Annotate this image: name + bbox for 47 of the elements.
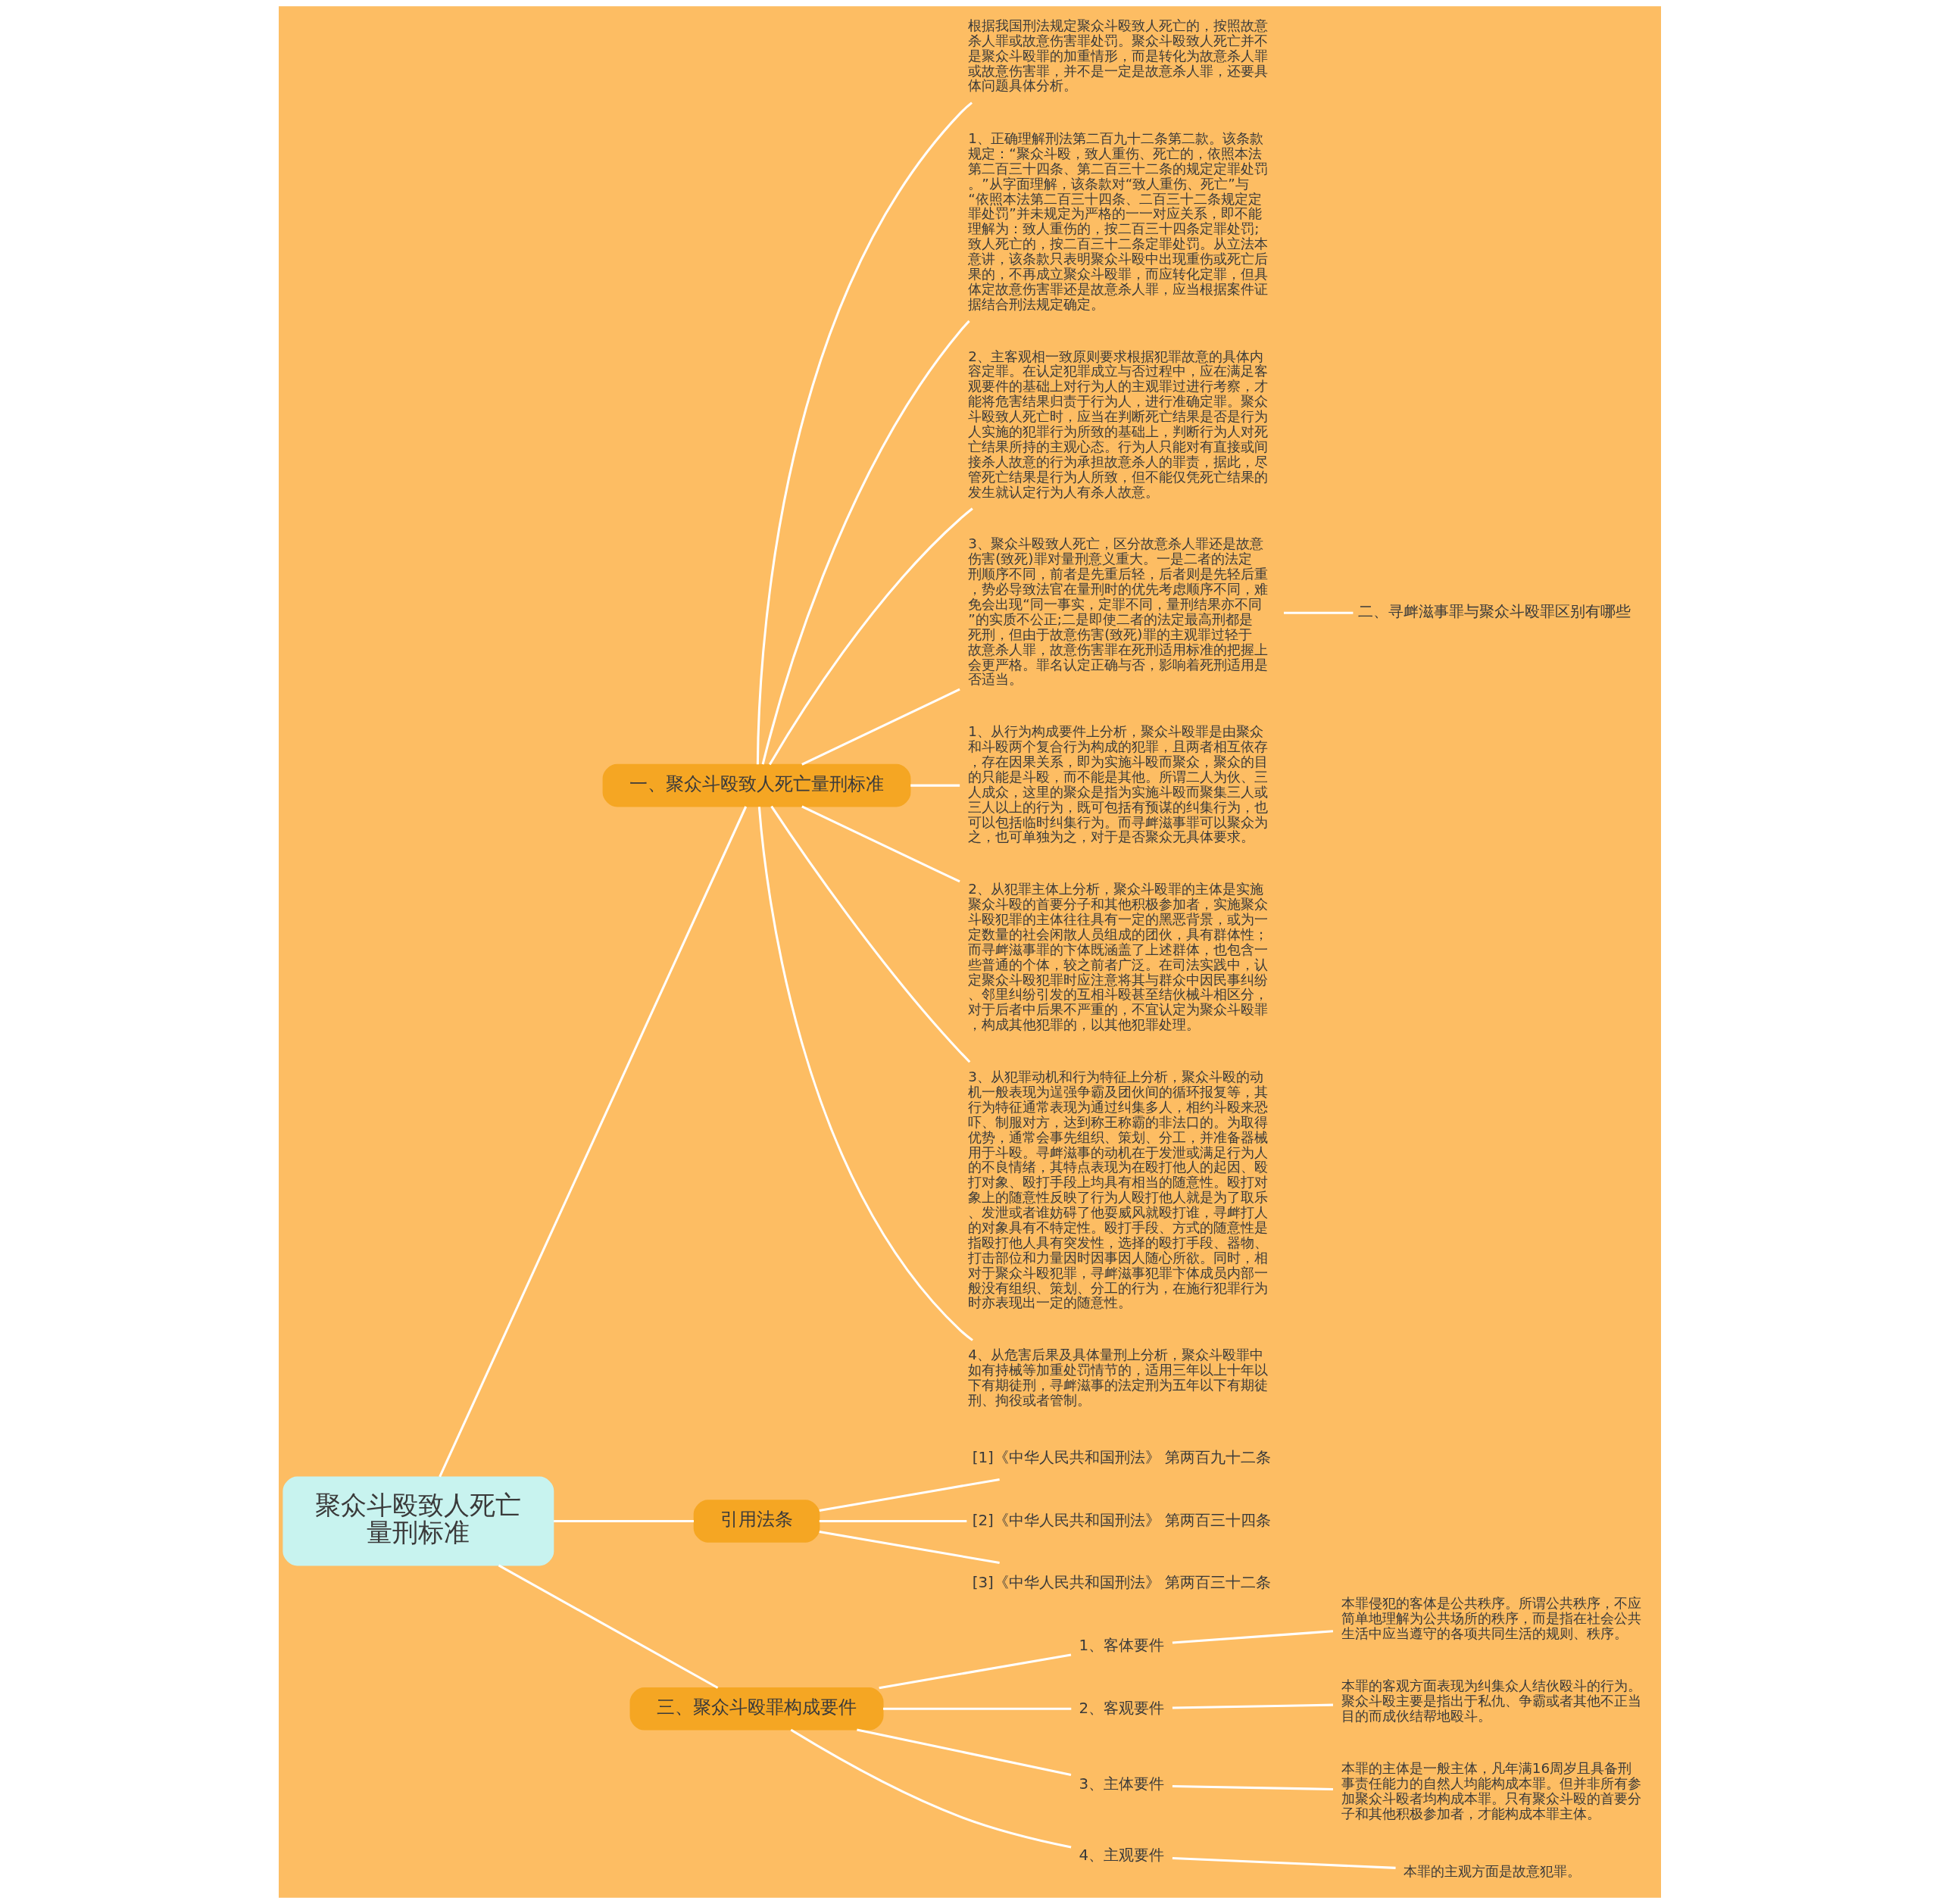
connector: [1172, 1630, 1333, 1644]
node-text: 1、从行为构成要件上分析，聚众斗殴罪是由聚众和斗殴两个复合行为构成的犯罪，且两者相互依存，存在因果关系，即为实施斗殴而聚众，聚众的目的只能是斗殴，而不能是其他。所谓二人为伙、三人成众，这里的聚众是指为实施斗殴而聚集三人或三人以上的行为，既可包括有预谋的纠集行为，也可以包括临时纠集行为。而寻衅滋事罪可以聚众为之，也可单独为之，对于是否聚众无具体要求。: [967, 723, 1268, 845]
node-box: 引用法条: [693, 1500, 820, 1543]
node-text: 本罪的主体是一般主体，凡年满16周岁且具备刑事责任能力的自然人均能构成本罪。但并非所有参加聚众斗殴者均构成本罪。只有聚众斗殴的首要分子和其他积极参加者，才能构成本罪主体。: [1341, 1760, 1641, 1822]
node-text: 3、从犯罪动机和行为特征上分析，聚众斗殴的动机一般表现为逞强争霸及团伙间的循环报复等，其行为特征通常表现为通过纠集多人，相约斗殴来恐吓、制服对方，达到称王称霸的非法口的。为取得优势，通常会事先组织、策划、分工，并准备器械用于斗殴。寻衅滋事的动机在于发泄或满足行为人的不良情绪，其特点表现为在殴打他人的起因、殴打对象、殴打手段上均具有相当的随意性。殴打对象上的随意性反映了行为人殴打他人就是为了取乐、发泄或者谁妨碍了他耍威风就殴打谁，寻衅打人的对象具有不特定性。殴打手段、方式的随意性是指殴打他人具有突发性，选择的殴打手段、器物、打击部位和力量因时因事因人随心所欲。同时，相对于聚众斗殴犯罪，寻衅滋事犯罪卞体成员内部一般没有组织、策划、分工的行为，在施行犯罪行为时亦表现出一定的随意性。: [967, 1069, 1268, 1311]
connector: [790, 1728, 1071, 1849]
connector: [761, 320, 970, 765]
node-text: 根据我国刑法规定聚众斗殴致人死亡的，按照故意杀人罪或故意伤害罪处罚。聚众斗殴致人死亡并不是聚众斗殴罪的加重情形，而是转化为故意杀人罪或故意伤害罪，并不是一定是故意杀人罪，还要具体问题具体分析。: [967, 17, 1268, 94]
connector: [910, 784, 960, 787]
node-box: 一、聚众斗殴致人死亡量刑标准: [602, 763, 910, 807]
node-text: [1]《中华人民共和国刑法》 第两百九十二条: [972, 1449, 1271, 1467]
node-text: [3]《中华人民共和国刑法》 第两百三十二条: [972, 1574, 1271, 1592]
node-text: 2、主客观相一致原则要求根据犯罪故意的具体内容定罪。在认定犯罪成立与否过程中，应在满足客观要件的基础上对行为人的主观罪过进行考察，才能将危害结果归责于行为人，进行准确定罪。聚众斗殴致人死亡时，应当在判断死亡结果是否是行为人实施的犯罪行为所致的基础上，判断行为人对死亡结果所持的主观心态。行为人只能对有直接或间接杀人故意的行为承担故意杀人的罪责，据此，尽管死亡结果是行为人所致，但不能仅凭死亡结果的发生就认定行为人有杀人故意。: [967, 348, 1268, 500]
connector: [801, 805, 960, 883]
node-text: 本罪的主观方面是故意犯罪。: [1403, 1862, 1581, 1879]
connector: [1172, 1856, 1396, 1869]
connector: [438, 806, 747, 1478]
connector: [553, 1519, 694, 1522]
node-box: 三、聚众斗殴罪构成要件: [629, 1687, 884, 1731]
connector: [856, 1728, 1071, 1776]
node-text: 二、寻衅滋事罪与聚众斗殴罪区别有哪些: [1357, 603, 1631, 621]
node-text: 2、从犯罪主体上分析，聚众斗殴罪的主体是实施聚众斗殴的首要分子和其他积极参加者，实施聚众斗殴犯罪的主体往往具有一定的黑恶背景，或为一定数量的社会闲散人员组成的团伙，具有群体性；而寻衅滋事罪的卞体既涵盖了上述群体，也包含一些普通的个体，较之前者广泛。在司法实践中，认定聚众斗殴犯罪时应注意将其与群众中因民事纠纷、邻里纠纷引发的互相斗殴甚至结伙械斗相区分，对于后者中后果不严重的，不宜认定为聚众斗殴罪，构成其他犯罪的，以其他犯罪处理。: [967, 881, 1268, 1033]
node-text: 1、客体要件: [1079, 1636, 1164, 1654]
connector: [756, 101, 973, 765]
connector: [801, 688, 960, 766]
connector: [882, 1707, 1071, 1710]
connector: [819, 1519, 966, 1522]
node-text: 4、主观要件: [1079, 1846, 1164, 1864]
connector: [878, 1653, 1071, 1690]
connector: [770, 805, 970, 1063]
connector: [1283, 611, 1353, 614]
node-text: 3、主体要件: [1079, 1775, 1164, 1793]
node-text: 4、从危害后果及具体量刑上分析，聚众斗殴罪中如有持械等加重处罚情节的，适用三年以上十年以下有期徒刑，寻衅滋事的法定刑为五年以下有期徒刑、拘役或者管制。: [967, 1347, 1268, 1408]
connector: [1172, 1784, 1333, 1790]
connector: [819, 1478, 1000, 1512]
node-text: 本罪侵犯的客体是公共秩序。所谓公共秩序，不应简单地理解为公共场所的秩序，而是指在社会公共生活中应当遵守的各项共同生活的规则、秩序。: [1341, 1595, 1641, 1642]
connector: [757, 807, 973, 1341]
connector: [819, 1531, 1000, 1565]
node-box: 聚众斗殴致人死亡量刑标准: [282, 1476, 554, 1566]
connector: [498, 1564, 718, 1689]
node-text: 2、客观要件: [1079, 1699, 1164, 1717]
node-text: [2]《中华人民共和国刑法》 第两百三十四条: [972, 1511, 1271, 1529]
connector: [768, 507, 973, 766]
connector: [1172, 1703, 1333, 1709]
node-text: 本罪的客观方面表现为纠集众人结伙殴斗的行为。聚众斗殴主要是指出于私仇、争霸或者其他不正当目的而成伙结帮地殴斗。: [1341, 1677, 1641, 1724]
node-text: 3、聚众斗殴致人死亡，区分故意杀人罪还是故意伤害(致死)罪对量刑意义重大。一是二者的法定刑顺序不同，前者是先重后轻，后者则是先轻后重，势必导致法官在量刑时的优先考虑顺序不同，难免会出现“同一事实，定罪不同，量刑结果亦不同”的实质不公正;二是即使二者的法定最高刑都是死刑，但由于故意伤害(致死)罪的主观罪过轻于故意杀人罪，故意伤害罪在死刑适用标准的把握上会更严格。罪名认定正确与否，影响着死刑适用是否适当。: [967, 535, 1268, 688]
node-text: 1、正确理解刑法第二百九十二条第二款。该条款规定：“聚众斗殴，致人重伤、死亡的，依照本法第二百三十四条、第二百三十二条的规定定罪处罚。”从字面理解，该条款对“致人重伤、死亡”与“依照本法第二百三十四条、二百三十二条规定定罪处罚”并未规定为严格的一一对应关系，即不能理解为：致人重伤的，按二百三十四条定罪处罚;致人死亡的，按二百三十二条定罪处罚。从立法本意讲，该条款只表明聚众斗殴中出现重伤或死亡后果的，不再成立聚众斗殴罪，而应转化定罪，但具体定故意伤害罪还是故意杀人罪，应当根据案件证据结合刑法规定确定。: [967, 130, 1268, 312]
